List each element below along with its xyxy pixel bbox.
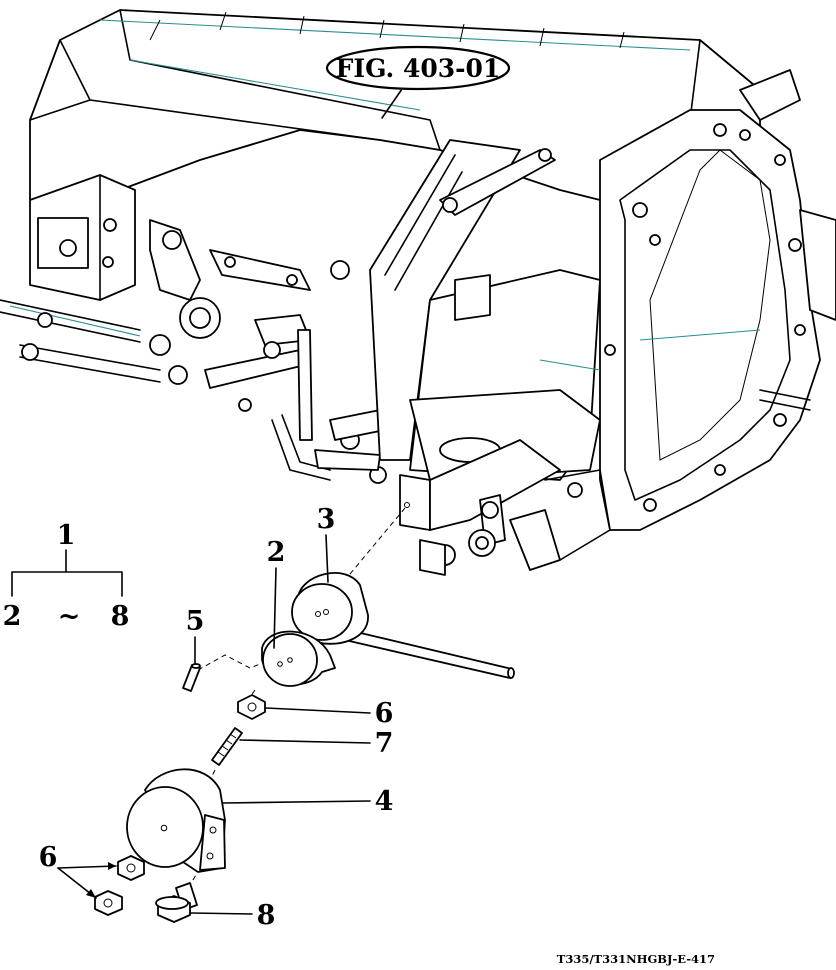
svg-text:2: 2 — [267, 537, 286, 568]
callout-5[interactable]: 5 — [186, 606, 205, 665]
part-2-plate[interactable] — [261, 630, 336, 687]
svg-text:5: 5 — [186, 606, 205, 637]
assembly-label: 1 — [57, 520, 76, 551]
part-3-housing-with-rod[interactable] — [291, 572, 515, 679]
callout-6-upper[interactable]: 6 — [265, 698, 394, 729]
svg-text:3: 3 — [317, 504, 336, 535]
svg-text:6: 6 — [375, 698, 394, 729]
figure-reference-text: FIG. 403-01 — [336, 54, 501, 83]
callout-4[interactable]: 4 — [222, 786, 394, 817]
callout-6-lower[interactable]: 6 — [39, 842, 117, 899]
svg-text:7: 7 — [375, 728, 394, 759]
drawing-code: T335/T331NHGBJ-E-417 — [557, 952, 715, 966]
part-6-nut-upper[interactable] — [237, 694, 266, 720]
svg-text:6: 6 — [39, 842, 58, 873]
callout-2[interactable]: 2 — [267, 537, 286, 649]
callout-3[interactable]: 3 — [317, 504, 336, 583]
assembly-group-bracket: 1 2 ~ 8 — [3, 520, 130, 632]
callout-7[interactable]: 7 — [239, 728, 394, 759]
part-6-nut-lower-a[interactable] — [117, 855, 145, 881]
svg-text:8: 8 — [257, 900, 276, 931]
part-4-bracket-housing[interactable] — [126, 768, 226, 873]
transmission-housing — [0, 9, 836, 576]
assembly-range-separator: ~ — [58, 601, 81, 632]
assembly-range-end: 8 — [111, 601, 130, 632]
assembly-range-start: 2 — [3, 601, 22, 632]
part-7-stud[interactable] — [211, 727, 243, 766]
callout-8[interactable]: 8 — [190, 900, 276, 931]
part-8-bolt[interactable] — [155, 882, 198, 923]
part-5-pin[interactable] — [182, 663, 201, 692]
svg-text:4: 4 — [375, 786, 394, 817]
part-6-nut-lower-b[interactable] — [94, 890, 123, 916]
figure-reference-callout[interactable]: FIG. 403-01 — [325, 45, 511, 119]
